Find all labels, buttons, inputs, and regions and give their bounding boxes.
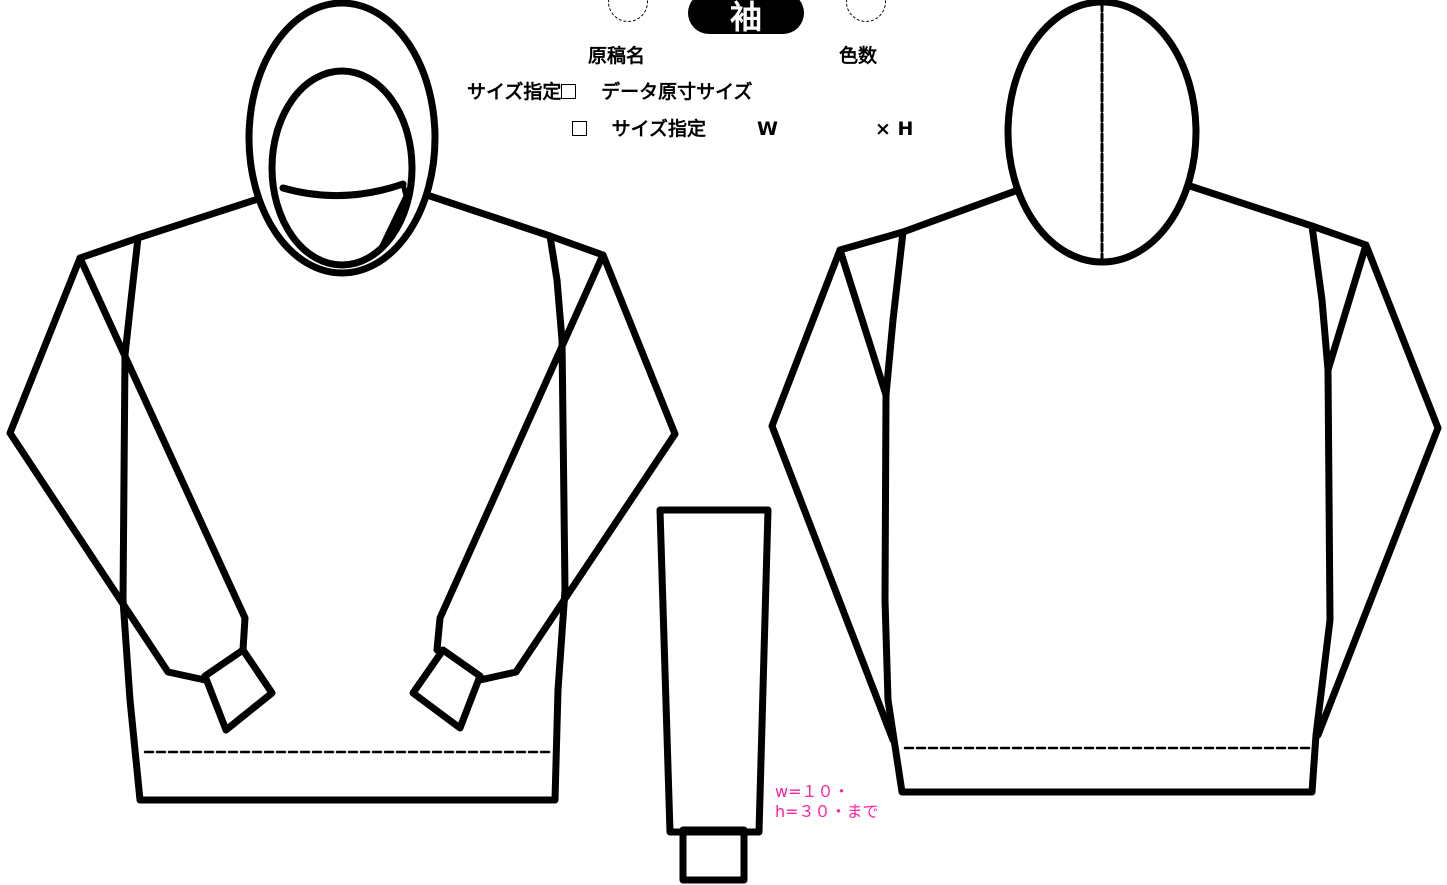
- back-right-sleeve: [1314, 241, 1442, 739]
- front-body-outline: [119, 336, 569, 804]
- size-limit-note: w=１０・ h=３０・まで: [775, 782, 879, 822]
- hoodie-back-view: [768, 0, 1442, 796]
- actual-size-checkbox[interactable]: [561, 84, 577, 99]
- front-right-armhole: [546, 232, 566, 344]
- color-count-label: 色数: [839, 45, 878, 67]
- artwork-name-label: 原稿名: [588, 45, 646, 67]
- front-hood-opening: [268, 67, 416, 269]
- front-neck-side: [377, 181, 409, 253]
- size-spec-row-1: サイズ指定 データ原寸サイズ: [467, 83, 753, 102]
- back-left-sleeve: [768, 246, 897, 744]
- sleeve-cuff: [679, 826, 748, 884]
- hoodie-front-view: [6, 0, 679, 804]
- back-left-armhole: [882, 228, 907, 399]
- back-right-armhole: [1308, 222, 1332, 374]
- custom-size-checkbox[interactable]: [572, 121, 587, 136]
- sleeve-print-view: [656, 506, 772, 884]
- height-limit-text: h=３０・まで: [775, 802, 879, 821]
- custom-size-option-label: サイズ指定: [611, 118, 707, 140]
- front-left-cuff: [201, 646, 276, 734]
- front-left-sleeve: [6, 254, 249, 684]
- size-spec-label: サイズ指定: [467, 81, 562, 103]
- width-limit-text: w=１０・: [775, 782, 850, 801]
- size-spec-row-2: サイズ指定: [572, 120, 706, 139]
- right-marker-text: 右: [617, 0, 639, 4]
- back-right-shoulder: [1186, 182, 1370, 249]
- back-left-shoulder: [836, 186, 1022, 254]
- back-body-outline: [881, 366, 1334, 796]
- height-label: × H: [875, 118, 914, 140]
- front-hood-outer: [245, 0, 439, 277]
- front-neckline: [279, 180, 407, 200]
- front-right-sleeve: [433, 251, 679, 684]
- front-right-shoulder: [426, 192, 607, 259]
- actual-size-option-label: データ原寸サイズ: [601, 81, 753, 103]
- front-right-cuff: [409, 646, 484, 732]
- sleeve-outline: [656, 506, 772, 836]
- left-marker-text: 左: [855, 0, 877, 4]
- front-left-shoulder: [76, 196, 259, 262]
- front-left-armhole: [121, 234, 142, 359]
- width-label: W: [757, 118, 778, 140]
- sleeve-title-badge: 袖: [688, 0, 804, 34]
